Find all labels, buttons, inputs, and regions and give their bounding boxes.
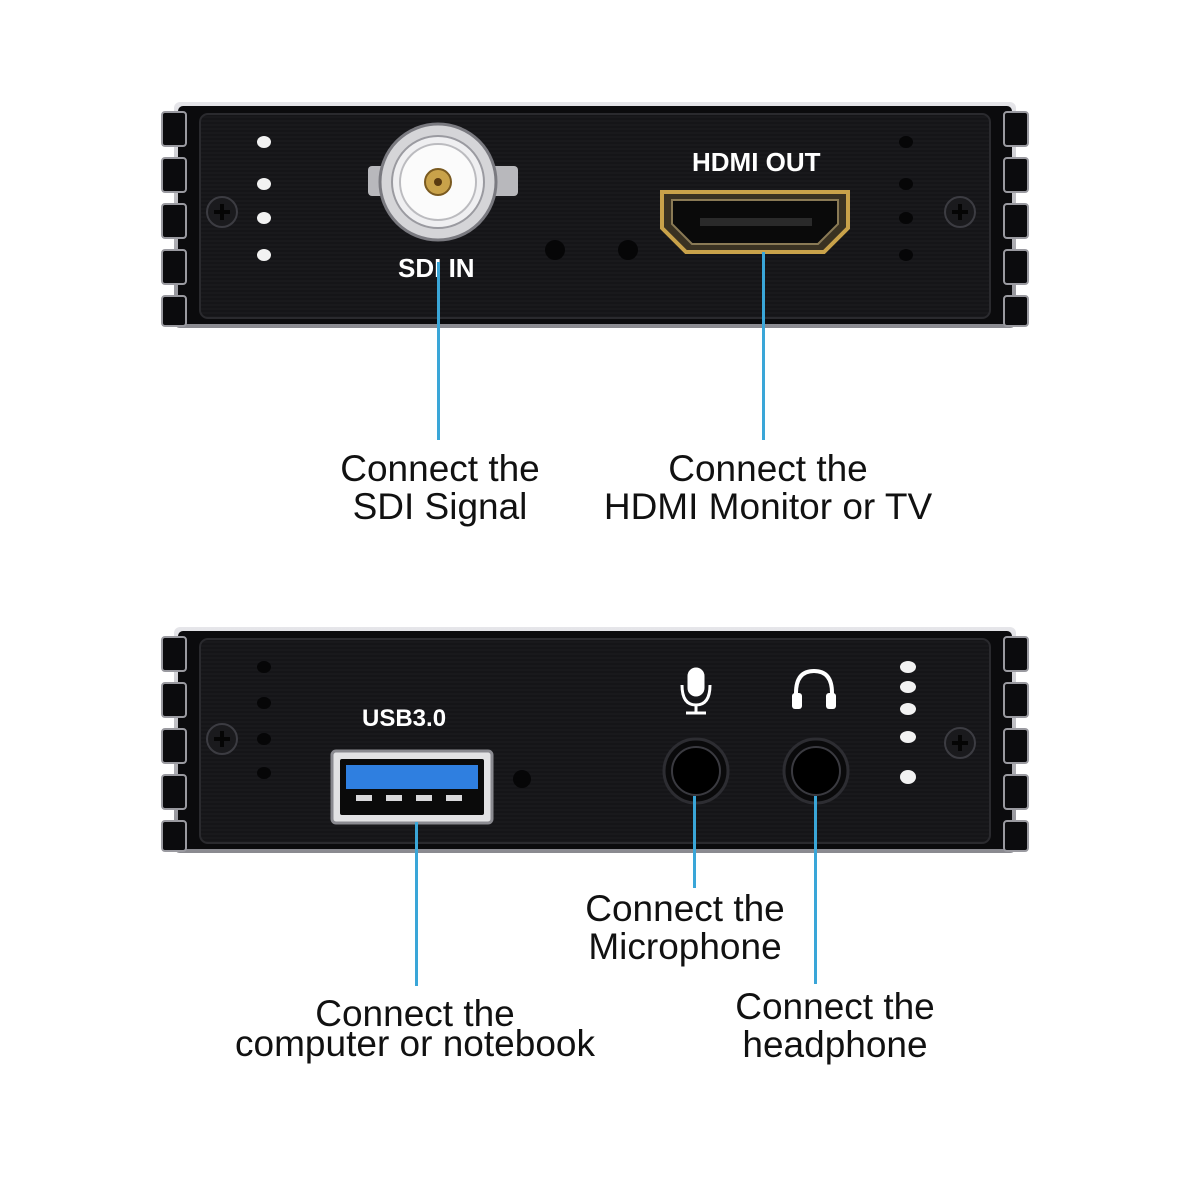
headphone-icon — [792, 668, 836, 709]
mic-jack — [662, 737, 730, 805]
sdi-callout-line1: Connect the — [340, 448, 540, 489]
usb-callout-line2: computer or notebook — [235, 1023, 595, 1064]
headphone-jack — [782, 737, 850, 805]
microphone-icon — [680, 667, 712, 715]
bnc-connector-icon — [368, 122, 518, 242]
bottom-device-panel: USB3.0 — [160, 625, 1030, 855]
bottom-device-housing — [161, 627, 1029, 853]
sdi-in-label: SDI IN — [398, 253, 475, 283]
headphone-callout-line2: headphone — [742, 1024, 928, 1065]
top-device-housing — [161, 102, 1029, 328]
hdmi-callout: Connect the HDMI Monitor or TV — [578, 450, 958, 526]
hdmi-callout-line2: HDMI Monitor or TV — [603, 486, 933, 527]
headphone-callout: Connect the headphone — [705, 988, 965, 1064]
mic-callout-line1: Connect the — [585, 888, 785, 929]
headphone-callout-line1: Connect the — [735, 986, 935, 1027]
sdi-leader-line — [437, 262, 440, 440]
usb-leader-line — [415, 822, 418, 986]
screw-icon — [206, 196, 238, 228]
mic-callout: Connect the Microphone — [560, 890, 810, 966]
hdmi-callout-line1: Connect the — [668, 448, 868, 489]
usb-callout-line1: Connect the — [315, 993, 515, 1034]
hdmi-out-label: HDMI OUT — [692, 147, 821, 177]
hdmi-port-icon — [660, 190, 850, 254]
mic-leader-line — [693, 796, 696, 888]
usb-callout: Connect the computer or notebook — [205, 995, 625, 1063]
headphone-leader-line — [814, 796, 817, 984]
top-device-panel: SDI IN HDMI OUT — [160, 100, 1030, 330]
mic-callout-line2: Microphone — [588, 926, 782, 967]
hdmi-leader-line — [762, 252, 765, 440]
sdi-callout-line2: SDI Signal — [352, 486, 528, 527]
sdi-callout: Connect the SDI Signal — [310, 450, 570, 526]
usb-label: USB3.0 — [362, 705, 447, 732]
usb-port-icon — [330, 749, 494, 825]
